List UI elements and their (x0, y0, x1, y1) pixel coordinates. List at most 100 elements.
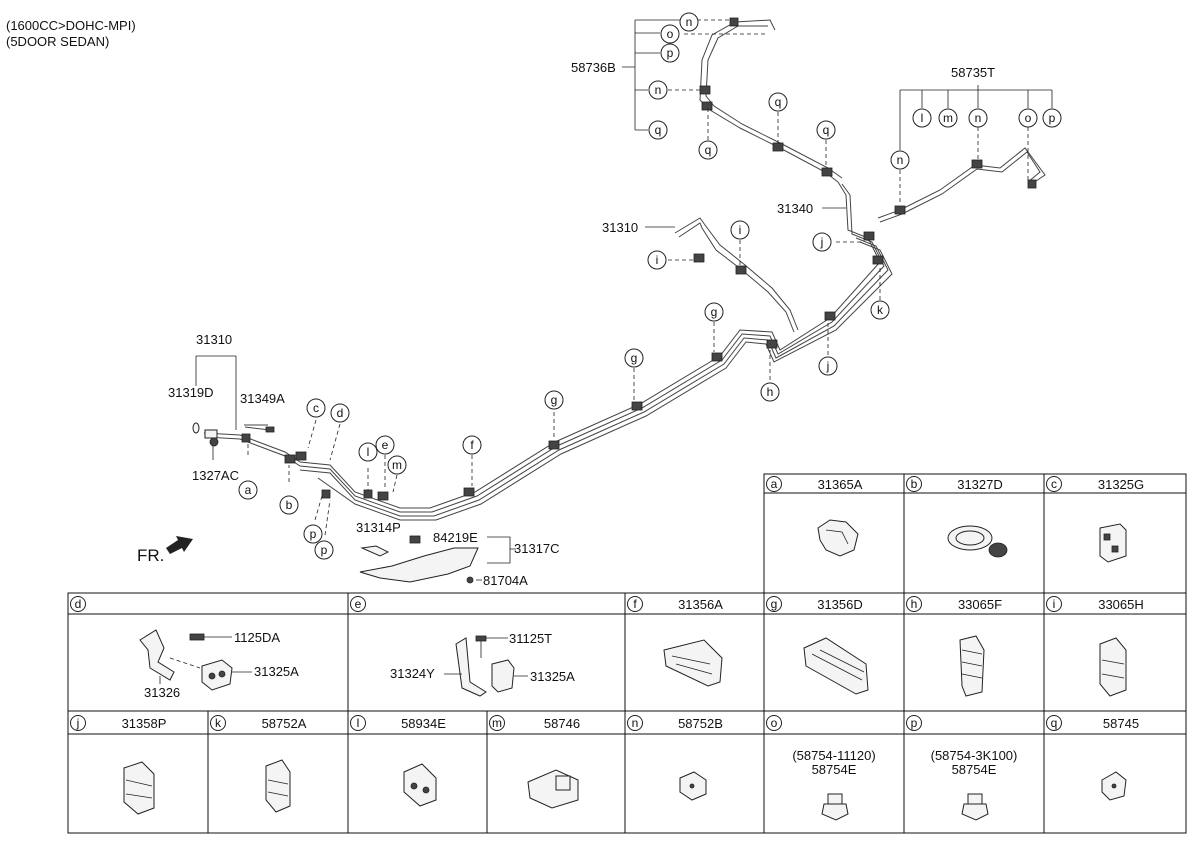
legend-letter: h (911, 597, 918, 611)
callout-q1: q (648, 120, 668, 140)
legend-part-number: 31325G (1098, 477, 1144, 492)
callout-h1: h (760, 382, 780, 402)
legend-cell-d: d (70, 596, 86, 612)
legend-cell-q: q 58745 (1046, 715, 1139, 731)
label-58736B: 58736B (571, 60, 616, 75)
clip-31356D-illustration (803, 637, 869, 695)
legend-letter: l (357, 716, 360, 730)
part-number-labels: 58736B 58735T 31340 31310 31310 31319D 3… (168, 60, 995, 588)
legend-letter: m (492, 716, 502, 730)
legend-part-number: 31365A (818, 477, 863, 492)
legend-letter: q (1051, 716, 1058, 730)
callout-j2: j (818, 356, 838, 376)
callout-p2: p (1042, 108, 1062, 128)
callout-f1: f (462, 435, 482, 455)
callout-letter: i (656, 253, 659, 267)
callout-letter: j (826, 359, 830, 373)
legend-letter: k (215, 716, 222, 730)
label-e-31324Y: 31324Y (390, 666, 435, 681)
legend-letter: n (632, 716, 639, 730)
legend-cell-j: j 31358P (70, 715, 167, 731)
front-direction-arrow: FR. (137, 536, 193, 565)
legend-cell-e: e (350, 596, 366, 612)
legend-letter: a (771, 477, 778, 491)
callout-n4: n (890, 150, 910, 170)
label-84219E: 84219E (433, 530, 478, 545)
callout-letter: p (310, 527, 317, 541)
callout-letter: l (921, 111, 924, 125)
legend-letter: i (1053, 597, 1056, 611)
clip-31365A-illustration (817, 519, 859, 557)
legend-part-number: 31327D (957, 477, 1003, 492)
label-d-1125DA: 1125DA (234, 630, 280, 645)
clip-58746-illustration (527, 769, 579, 809)
clip-58934E-illustration (403, 763, 437, 807)
callout-letter: n (686, 15, 693, 29)
callout-a1: a (238, 480, 258, 500)
callout-letter: g (631, 351, 638, 365)
callout-letter: q (655, 123, 662, 137)
legend-letter: p (911, 716, 918, 730)
label-31319D: 31319D (168, 385, 214, 400)
callout-g2: g (624, 348, 644, 368)
clip-31358P-illustration (123, 761, 155, 815)
callout-p3: p (303, 524, 323, 544)
left-fittings (192, 422, 275, 447)
callout-letter: i (739, 223, 742, 237)
callout-l2: l (358, 442, 378, 462)
callout-q4: q (816, 120, 836, 140)
callout-letter: d (337, 406, 344, 420)
callout-i1: i (647, 250, 667, 270)
legend-letter: c (1051, 477, 1057, 491)
callout-m2: m (387, 455, 407, 475)
clip-31325G-illustration (1099, 523, 1127, 563)
callout-letter: o (667, 27, 674, 41)
callout-letter: g (551, 393, 558, 407)
legend-cell-a: a 31365A (766, 476, 863, 492)
legend-part-number: 58745 (1103, 716, 1139, 731)
callout-g3: g (544, 390, 564, 410)
clip-58745-illustration (1101, 771, 1127, 801)
front-label: FR. (137, 546, 164, 565)
callout-letter: m (392, 458, 402, 472)
plug-58754E-p-illustration (961, 793, 989, 821)
leader-lines (195, 19, 1053, 581)
legend-part-number: 58752B (678, 716, 723, 731)
label-p-part: 58754E (952, 762, 997, 777)
legend-part-number: 31358P (122, 716, 167, 731)
callout-q3: q (768, 92, 788, 112)
callout-letter: l (367, 445, 370, 459)
callout-p4: p (314, 540, 334, 560)
legend-part-illustrations: 1125DA 31325A 31326 31125T 31324Y 31325A (123, 519, 1127, 821)
clip-33065F-illustration (959, 635, 985, 697)
label-e-31325A: 31325A (530, 669, 575, 684)
legend-letter: j (76, 716, 80, 730)
label-1327AC: 1327AC (192, 468, 239, 483)
callout-e1: e (375, 435, 395, 455)
clip-31327D-illustration (947, 525, 1008, 558)
legend-letter: g (771, 597, 778, 611)
callout-n1: n (679, 12, 699, 32)
callout-letter: f (470, 438, 474, 452)
label-31349A: 31349A (240, 391, 285, 406)
legend-letter: f (633, 597, 637, 611)
label-31310-left: 31310 (196, 332, 232, 347)
callout-k1: k (870, 300, 890, 320)
label-d-31326: 31326 (144, 685, 180, 700)
plug-58754E-o-illustration (821, 793, 849, 821)
callout-o1: o (660, 24, 680, 44)
legend-cell-c: c 31325G (1046, 476, 1144, 492)
callout-letter: j (820, 235, 824, 249)
label-31340: 31340 (777, 201, 813, 216)
legend-part-number: 58752A (262, 716, 307, 731)
bracket-31324Y-assembly-illustration (444, 635, 528, 697)
legend-cell-p: p (906, 715, 922, 731)
callout-o2: o (1018, 108, 1038, 128)
